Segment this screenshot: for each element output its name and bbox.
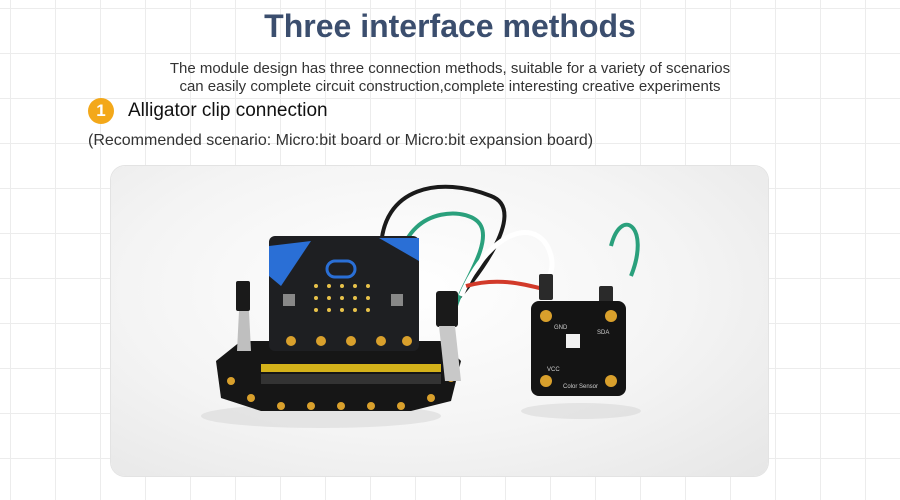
led-matrix (314, 284, 370, 312)
clip-middle-jaw (439, 326, 461, 381)
product-illustration: GND SDA VCC Color Sensor (201, 184, 641, 428)
pin-header-yellow (261, 364, 441, 372)
color-sensor-module (531, 301, 626, 396)
clip-left (236, 281, 250, 311)
step-label: Alligator clip connection (128, 100, 328, 121)
microbit-logo (325, 259, 357, 279)
wire-green-2 (609, 222, 640, 277)
step-heading: 1 Alligator clip connection (88, 96, 328, 126)
description-line-2: can easily complete circuit construction… (179, 78, 721, 95)
sensor-pad-vcc (540, 375, 552, 387)
description-line-1: The module design has three connection m… (169, 60, 731, 77)
clip-left-jaw (237, 311, 251, 351)
wire-red (465, 279, 552, 293)
microbit-blue-accent-right (379, 238, 419, 261)
description: The module design has three connection m… (0, 60, 900, 96)
page-title: Three interface methods (264, 8, 636, 44)
sensor-label-vcc: VCC (547, 367, 560, 373)
wire-black (379, 184, 507, 308)
sensor-label-model: Color Sensor (563, 384, 598, 390)
sensor-shadow (521, 403, 641, 419)
clip-sensor-left (539, 274, 553, 300)
board-pads (227, 374, 455, 410)
sensor-pad-sda (605, 310, 617, 322)
clip-middle (436, 291, 458, 327)
product-photo: GND SDA VCC Color Sensor (111, 166, 768, 476)
microbit-blue-accent-left (269, 241, 311, 286)
button-b (391, 294, 403, 306)
recommended-scenario: (Recommended scenario: Micro:bit board o… (88, 132, 594, 149)
pin-header (261, 374, 441, 384)
microbit-edge-pads (286, 336, 412, 346)
sensor-label-gnd: GND (554, 325, 568, 331)
button-a (283, 294, 295, 306)
sensor-chip (566, 334, 580, 348)
sensor-pad-scl (605, 375, 617, 387)
microbit-board (269, 236, 419, 351)
sensor-label-sda: SDA (597, 330, 609, 336)
step-number-badge: 1 (88, 98, 114, 124)
sensor-pad-gnd (540, 310, 552, 322)
